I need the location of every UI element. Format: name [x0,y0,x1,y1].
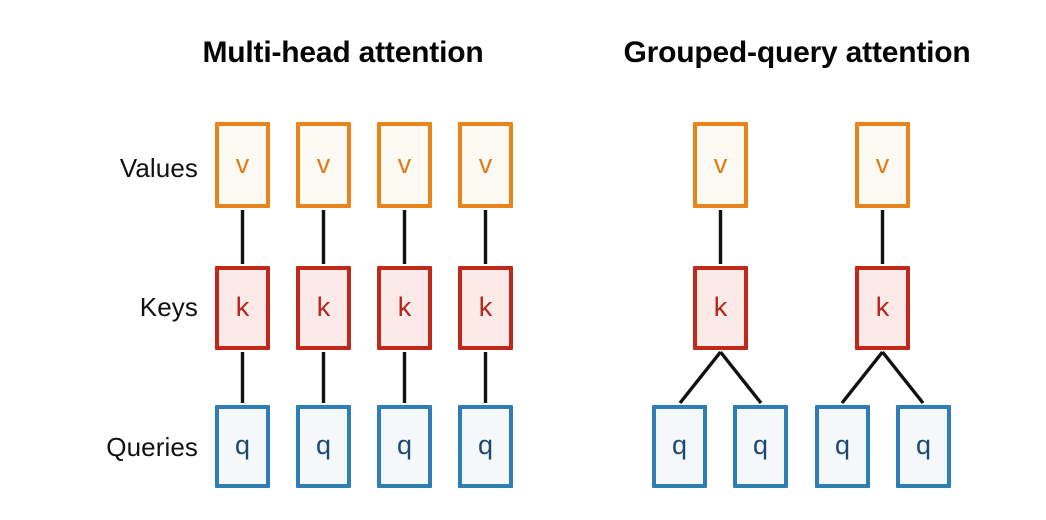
q-node-label: q [234,430,251,460]
v-node-label: v [478,148,493,179]
k-node: k [855,266,910,350]
v-node: v [377,122,432,208]
k-node: k [296,266,351,350]
q-node-label: q [315,430,332,460]
k-node-label: k [713,291,728,322]
v-node-label: v [235,148,250,179]
connector-key-query [678,350,722,405]
v-node: v [296,122,351,208]
k-node: k [458,266,513,350]
k-node-label: k [478,291,493,322]
v-node-label: v [875,148,890,179]
v-node: v [215,122,270,208]
connector-key-query [840,350,884,405]
q-node: q [458,405,513,488]
row-label-keys: Keys [139,292,198,322]
q-node-label: q [671,430,688,460]
q-node-label: q [915,430,932,460]
k-node: k [215,266,270,350]
v-node: v [693,122,748,208]
v-node-label: v [316,148,331,179]
v-node-label: v [713,148,728,179]
connector-key-query [719,350,763,405]
q-node-label: q [834,430,851,460]
panel-title-grouped-query-attention: Grouped-query attention [623,36,971,69]
q-node: q [733,405,788,488]
q-node: q [896,405,951,488]
k-node-label: k [875,291,890,322]
q-node: q [377,405,432,488]
v-node-label: v [397,148,412,179]
k-node: k [377,266,432,350]
v-node: v [458,122,513,208]
q-node: q [652,405,707,488]
k-node-label: k [397,291,412,322]
v-node: v [855,122,910,208]
row-label-values: Values [119,153,198,183]
q-node: q [296,405,351,488]
connector-key-query [881,350,925,405]
k-node-label: k [235,291,250,322]
q-node: q [815,405,870,488]
q-node: q [215,405,270,488]
row-label-queries: Queries [106,432,198,462]
q-node-label: q [396,430,413,460]
panel-title-multi-head-attention: Multi-head attention [202,36,484,69]
q-node-label: q [477,430,494,460]
q-node-label: q [752,430,769,460]
k-node: k [693,266,748,350]
k-node-label: k [316,291,331,322]
